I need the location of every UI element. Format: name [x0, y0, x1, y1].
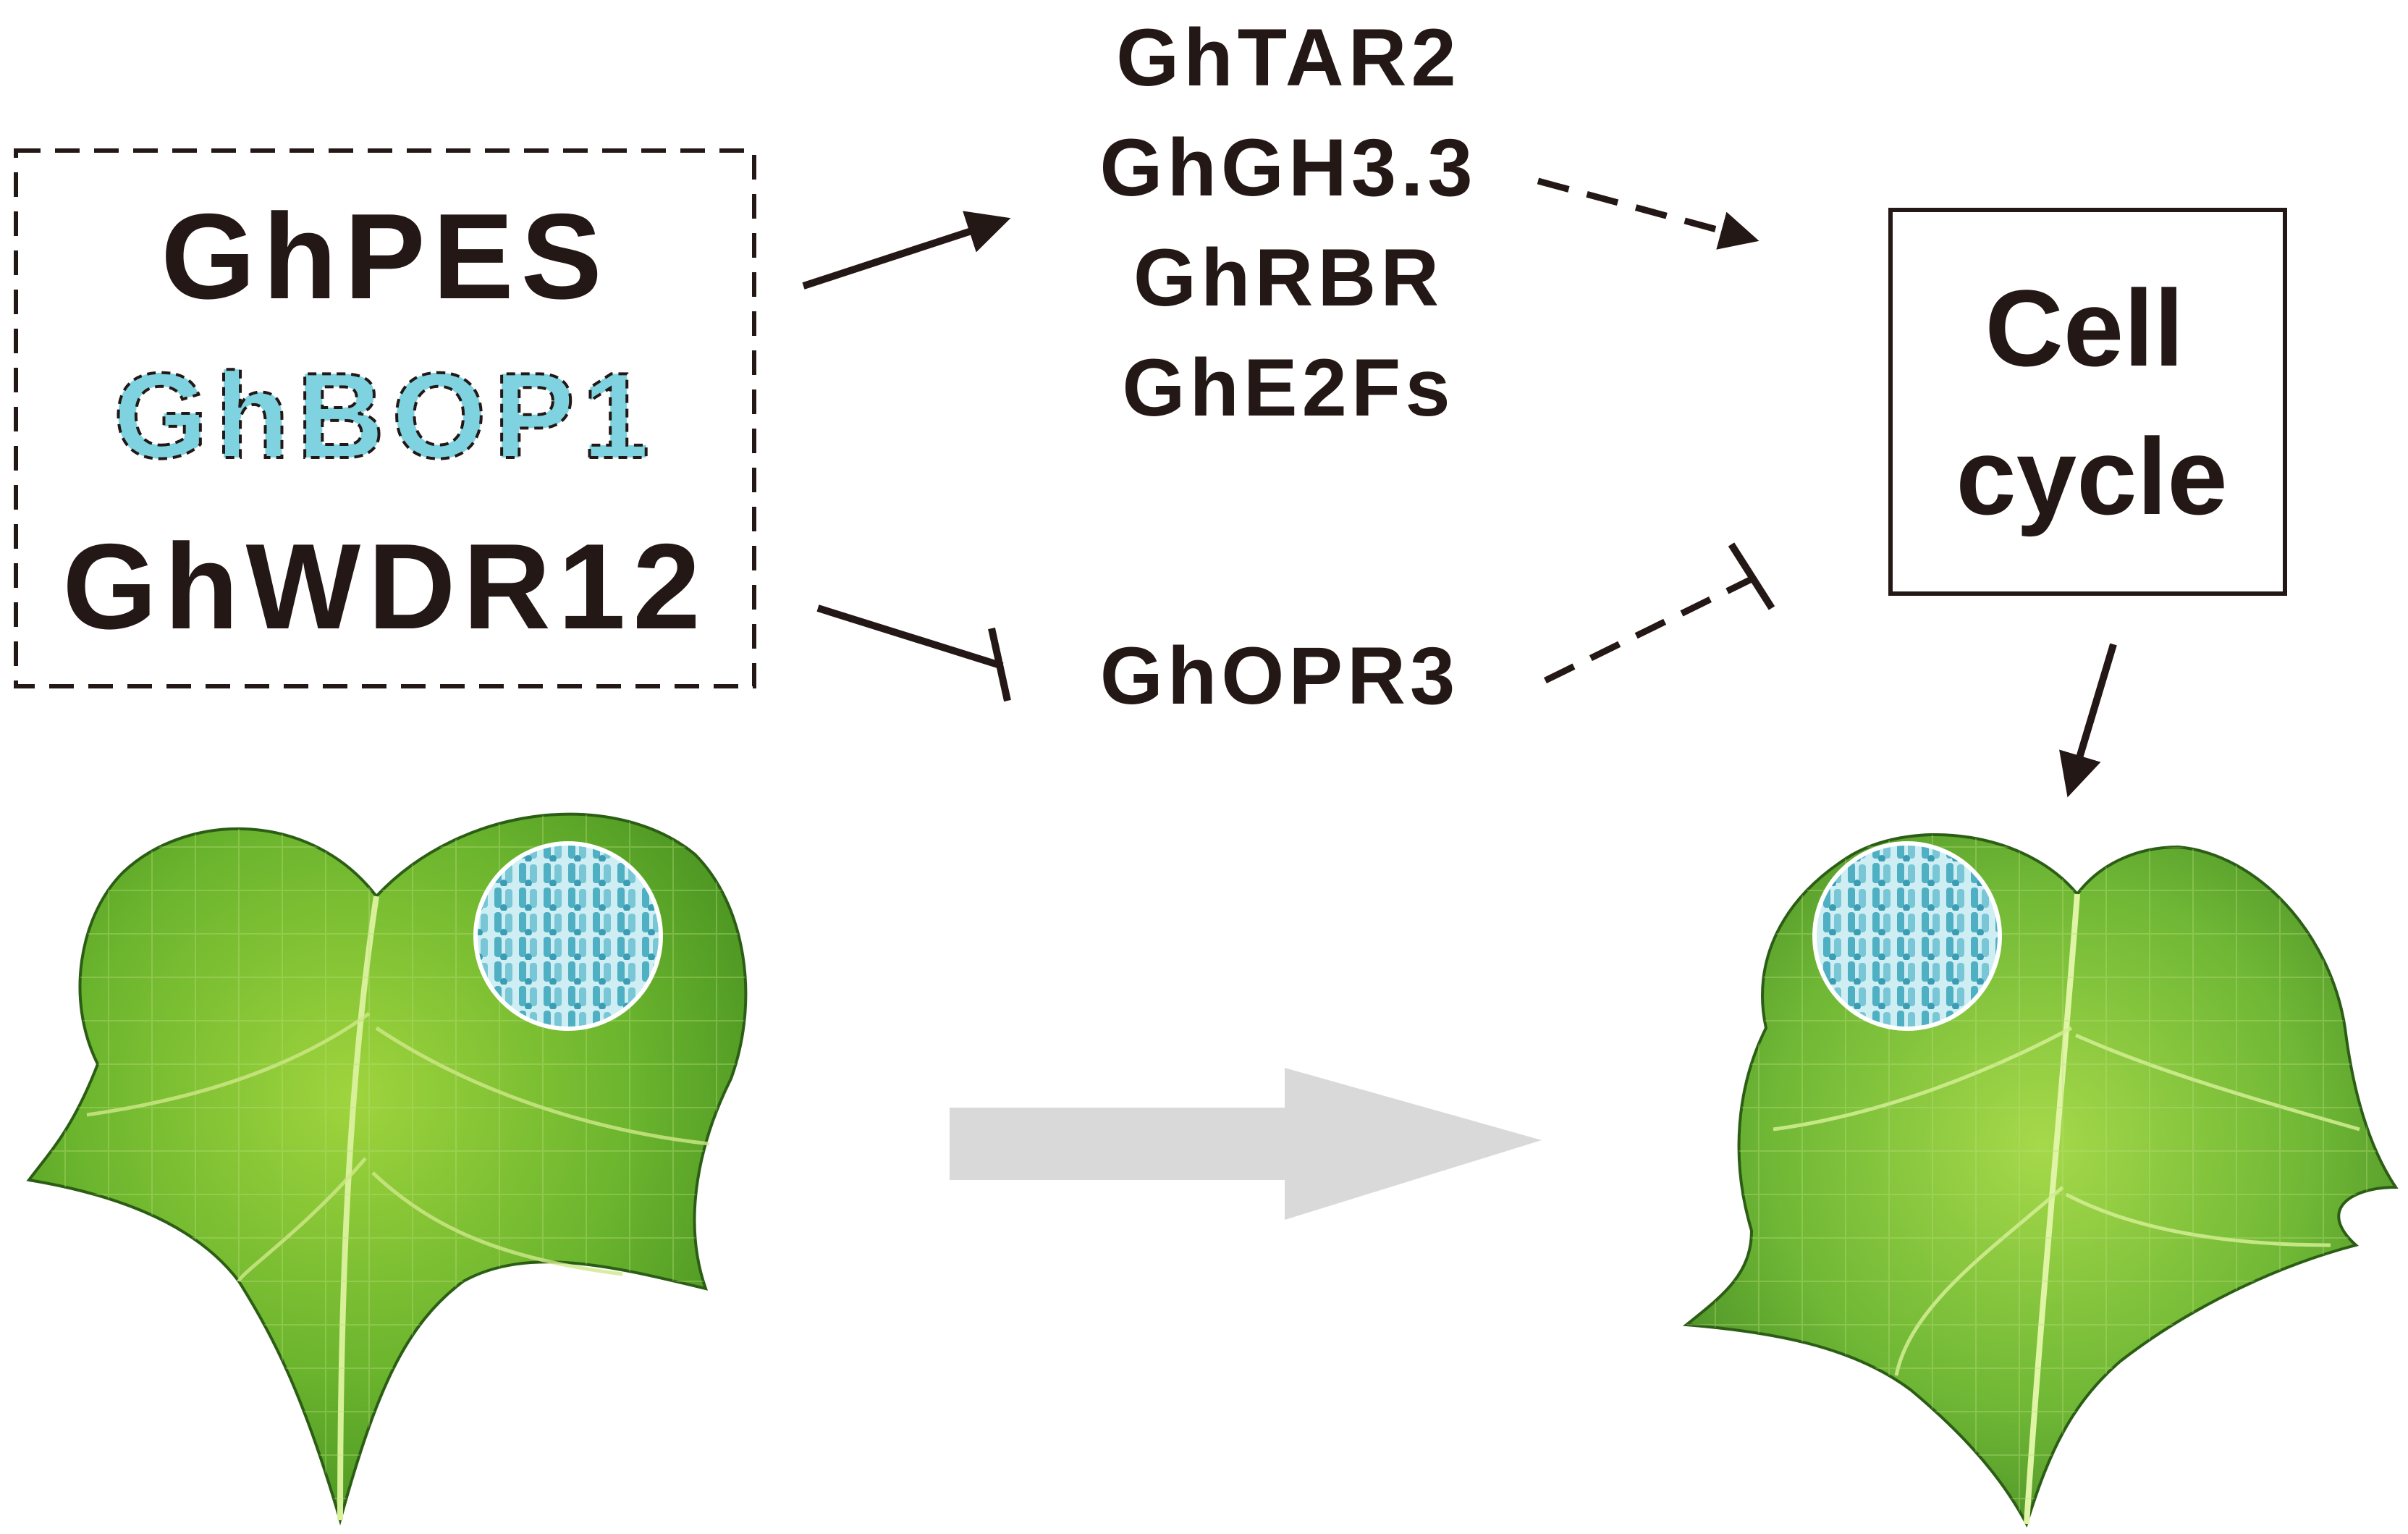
- target-ghgh3-3: GhGH3.3: [1099, 122, 1477, 213]
- dashed-inhibition-arrow: [1544, 542, 1775, 684]
- gene-ghbop1: GhBOP1: [114, 347, 657, 484]
- target-ghopr3: GhOPR3: [1100, 631, 1460, 721]
- cell-cycle-label-line2: cycle: [1956, 416, 2227, 537]
- gene-ghpes: GhPES: [161, 188, 609, 324]
- target-ghrbr: GhRBR: [1133, 232, 1443, 323]
- transition-arrow: [950, 1068, 1542, 1220]
- dashed-promotion-arrow: [1537, 177, 1759, 250]
- activation-arrow: [802, 211, 1011, 290]
- target-ghe2fs: GhE2Fs: [1122, 342, 1454, 433]
- protein-complex-box: [14, 148, 756, 688]
- inhibition-arrow: [816, 604, 1011, 702]
- target-ghtar2: GhTAR2: [1116, 12, 1461, 103]
- cell-section-icon-enlarged: [1812, 841, 2002, 1031]
- cell-cycle-box: [1888, 208, 2287, 596]
- leaf-after-image: [1682, 833, 2399, 1528]
- cell-section-icon: [473, 841, 663, 1031]
- cell-cycle-label-line1: Cell: [1985, 267, 2184, 389]
- gene-ghwdr12: GhWDR12: [62, 518, 707, 654]
- outcome-arrow: [2059, 643, 2117, 798]
